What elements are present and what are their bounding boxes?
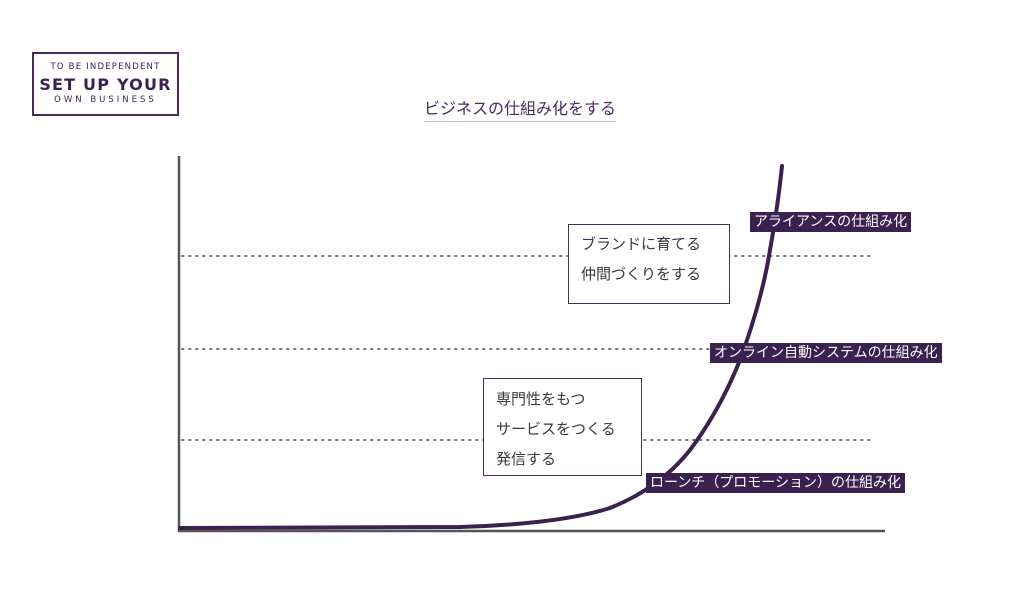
stage-label-alliance: アライアンスの仕組み化 [750,212,912,232]
logo-line-2: SET UP YOUR [39,75,172,94]
expertise-box-line-1: 専門性をもつ [496,390,586,408]
stage-label-online: オンライン自動システムの仕組み化 [710,343,942,363]
stage-label-launch: ローンチ（プロモーション）の仕組み化 [646,473,906,493]
growth-curve [178,164,784,530]
page-title: ビジネスの仕組み化をする [424,95,617,122]
brand-box-line-1: ブランドに育てる [581,235,702,253]
expertise-box-line-3: 発信する [496,450,557,468]
expertise-box: 専門性をもつ サービスをつくる 発信する [483,378,642,476]
brand-logo: TO BE INDEPENDENT SET UP YOUR OWN BUSINE… [32,52,179,116]
expertise-box-line-2: サービスをつくる [496,420,616,438]
logo-line-3: OWN BUSINESS [54,95,157,105]
brand-box-line-2: 仲間づくりをする [581,265,702,283]
brand-building-box: ブランドに育てる 仲間づくりをする [568,224,730,304]
logo-line-1: TO BE INDEPENDENT [50,62,161,72]
